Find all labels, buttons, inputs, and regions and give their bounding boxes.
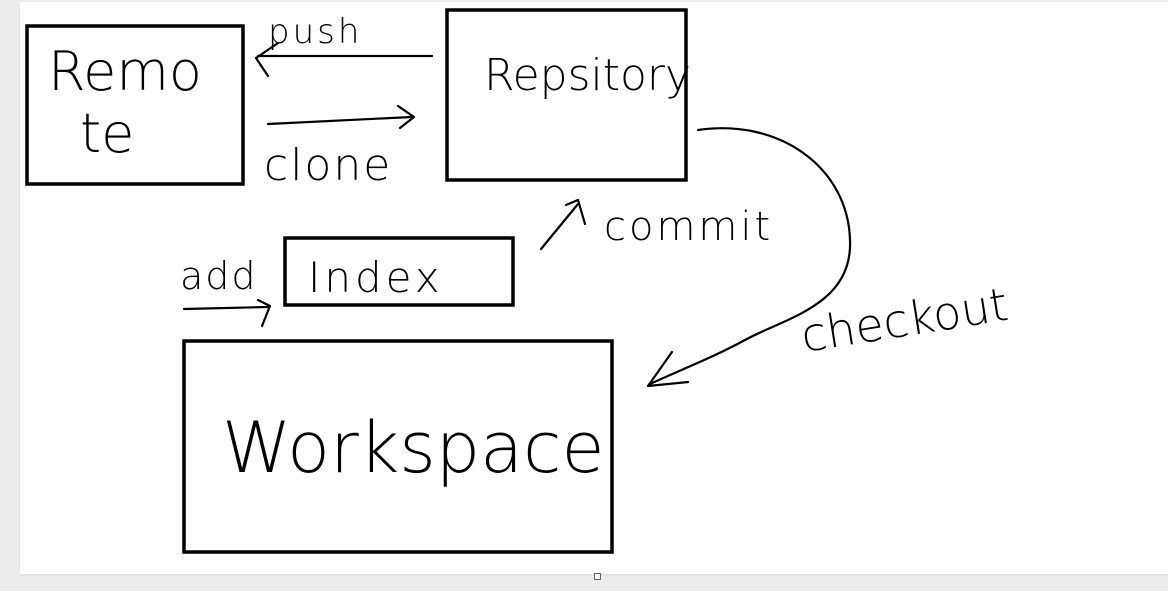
checkout-label: checkout [797, 277, 1011, 363]
clone-label: clone [264, 140, 392, 191]
push-label: push [268, 12, 362, 52]
checkout-edge: checkout [646, 127, 1012, 388]
commit-edge: commit [539, 198, 773, 251]
add-arrowhead [256, 298, 272, 328]
index-box [283, 236, 515, 307]
add-edge: add [180, 254, 272, 328]
commit-arrow-line [539, 202, 580, 251]
push-arrowhead [254, 41, 280, 78]
remote-label-line1: Remo [48, 40, 202, 103]
checkout-arrowhead [646, 350, 690, 388]
index-node: Index [283, 236, 515, 307]
repository-box [445, 8, 688, 182]
add-arrow-line [182, 305, 270, 311]
remote-node: Remo te [25, 24, 245, 186]
clone-arrow-line [266, 115, 414, 126]
clone-edge: clone [264, 104, 416, 191]
add-label: add [180, 254, 258, 298]
index-label: Index [308, 253, 444, 302]
workspace-label: Workspace [222, 407, 605, 489]
drawing-canvas[interactable] [20, 2, 1168, 574]
push-edge: push [254, 12, 434, 78]
repository-label: Repsitory [484, 50, 691, 101]
remote-box [25, 24, 245, 186]
checkout-arrow-line [648, 127, 852, 386]
repository-node: Repsitory [445, 8, 691, 182]
workspace-box [182, 339, 614, 554]
commit-arrowhead [564, 198, 587, 226]
commit-label: commit [604, 204, 773, 250]
canvas-resize-handle[interactable] [594, 573, 601, 580]
clone-arrowhead [396, 104, 416, 130]
workspace-node: Workspace [182, 339, 614, 554]
remote-label-line2: te [80, 102, 134, 165]
